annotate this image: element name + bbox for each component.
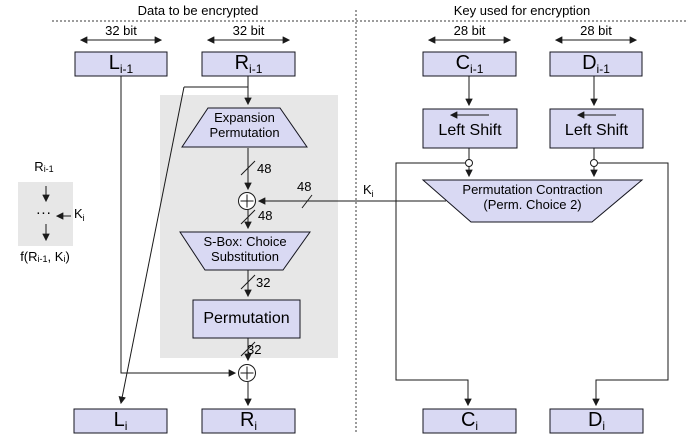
header-key-section: Key used for encryption: [453, 3, 591, 18]
key-wire-label: Ki: [363, 182, 374, 199]
bus-width-label-c: 28 bit: [453, 23, 486, 38]
l-prev-box: [74, 51, 168, 77]
header-data-section: Data to be encrypted: [137, 3, 259, 18]
perm-contraction-line2: (Perm. Choice 2): [483, 197, 582, 213]
register-sub: i-1: [470, 61, 484, 76]
perm-contraction-line1: Permutation Contraction: [462, 182, 603, 197]
legend-input-sub: i-1: [43, 164, 54, 175]
wire-shiftd-to-dnext: [592, 162, 669, 407]
register-sub: i: [602, 418, 606, 433]
expansion-permutation-label: Expansion Permutation: [182, 110, 307, 141]
permutation-label: Permutation: [203, 309, 290, 327]
xor-key-icon: [238, 192, 256, 210]
expansion-line1: Expansion: [214, 110, 275, 125]
expansion-line2: Permutation: [209, 125, 280, 141]
wire-lprev-to-xor: [120, 76, 237, 377]
key-sub: i: [371, 189, 374, 199]
wire-shiftc-to-cnext: [395, 162, 472, 407]
bus-width-label-r: 32 bit: [232, 23, 265, 38]
legend-output-part: , K: [47, 249, 64, 264]
legend-key-sub: i: [82, 213, 85, 223]
left-shift-d-label: Left Shift: [564, 122, 629, 140]
permutation-box: [192, 299, 301, 339]
legend-arrows: [42, 186, 71, 242]
register-base: C: [460, 409, 476, 432]
sbox-label: S-Box: Choice Substitution: [180, 234, 310, 265]
register-base: L: [113, 409, 125, 432]
legend-input-base: R: [34, 159, 44, 174]
expansion-permutation-trapezoid: [181, 107, 308, 148]
register-base: C: [455, 52, 471, 75]
d-next-box: [549, 408, 644, 434]
sbox-line2: Substitution: [211, 249, 279, 265]
register-base: R: [234, 52, 250, 75]
legend-output-sub: i-1: [37, 254, 48, 265]
c-prev-box: [422, 51, 517, 77]
legend-key-base: K: [74, 206, 83, 221]
register-base: D: [587, 409, 603, 432]
branch-dot-d: [590, 159, 598, 167]
register-sub: i-1: [596, 61, 610, 76]
bus-width-label-l: 32 bit: [105, 23, 137, 38]
left-shift-c-label: Left Shift: [438, 122, 502, 140]
r-next-box: [201, 408, 296, 434]
register-base: D: [582, 52, 597, 75]
wire-rprev-to-lnext: [118, 86, 185, 405]
width-label-32-after-perm: 32: [247, 342, 262, 357]
width-label-48-key: 48: [297, 179, 312, 194]
xor-feistel-icon: [238, 364, 256, 382]
register-sub: i-1: [249, 61, 263, 76]
bus-tick-marks: [240, 160, 313, 357]
width-label-48-expansion: 48: [257, 161, 272, 176]
r-prev-box: [201, 51, 296, 77]
bus-width-label-d: 28 bit: [580, 23, 612, 38]
d-prev-box: [549, 51, 643, 77]
register-sub: i-1: [119, 61, 134, 76]
width-label-32-after-sbox: 32: [256, 275, 271, 290]
sbox-line1: S-Box: Choice: [203, 234, 287, 249]
c-next-box: [422, 408, 517, 434]
key-base: K: [363, 182, 372, 197]
l-next-box: [73, 408, 168, 434]
perm-contraction-label: Permutation Contraction (Perm. Choice 2): [423, 182, 642, 213]
register-sub: i: [124, 418, 128, 433]
width-label-48-after-xor: 48: [258, 208, 273, 223]
register-sub: i: [254, 418, 258, 433]
legend-output-sub: i: [63, 254, 66, 265]
register-sub: i: [475, 418, 479, 433]
perm-contraction-trapezoid: [421, 179, 644, 223]
sbox-trapezoid: [179, 231, 311, 271]
register-base: L: [108, 52, 120, 75]
legend-key-label: Ki: [74, 206, 85, 223]
legend-dots: ...: [36, 201, 52, 218]
register-base: R: [239, 409, 255, 432]
legend-output-part: f(R: [20, 249, 38, 264]
branch-dot-c: [465, 159, 473, 167]
legend-output-part: ): [65, 249, 70, 264]
